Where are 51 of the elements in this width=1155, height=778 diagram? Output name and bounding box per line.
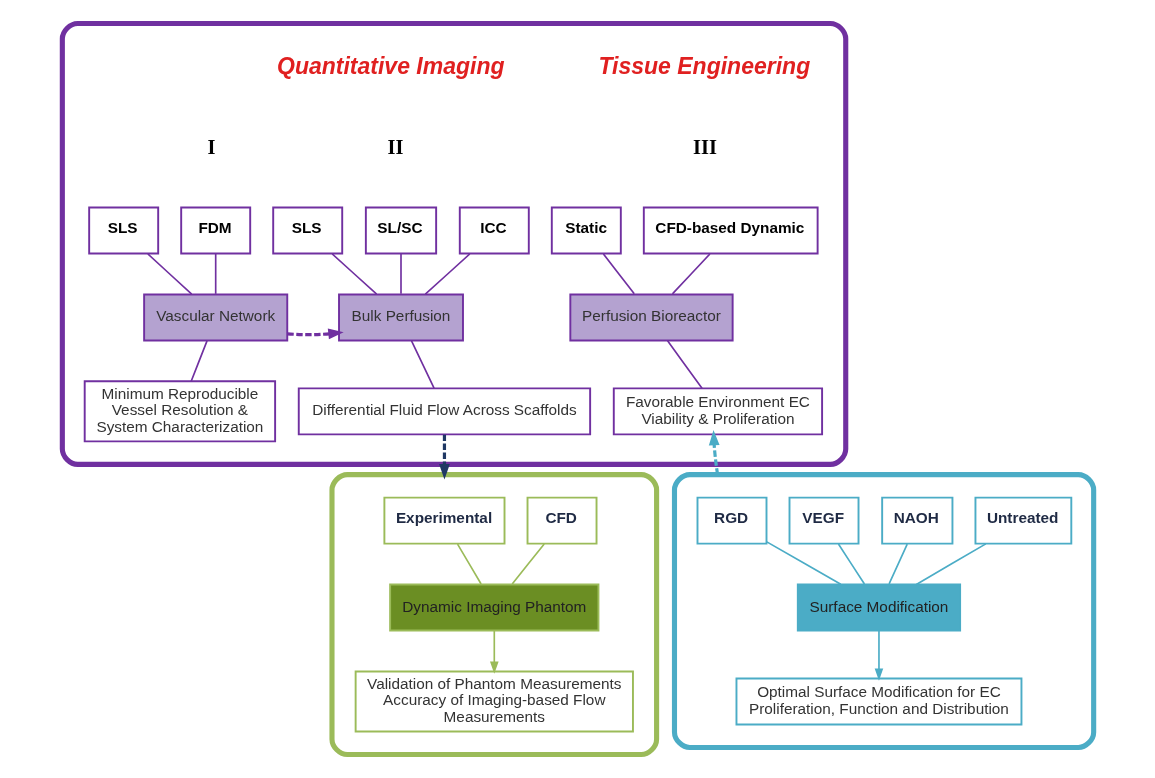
connector	[602, 253, 635, 295]
label: I	[206, 135, 215, 158]
label: III	[692, 135, 717, 158]
node-box: SL/SC	[364, 206, 437, 255]
node-box: FDM	[179, 206, 251, 255]
connector	[666, 340, 703, 389]
node-box: Dynamic Imaging Phantom	[388, 583, 599, 632]
node-box: VEGF	[788, 496, 859, 545]
node-box: Bulk Perfusion	[337, 293, 464, 342]
connector	[330, 253, 377, 295]
node-box: Static	[550, 206, 622, 255]
arrow	[489, 630, 499, 674]
node-box: Vascular Network	[142, 293, 288, 342]
label: II	[387, 135, 403, 158]
connector	[765, 541, 842, 586]
cluster	[671, 472, 1096, 751]
node-box: Minimum Reproducible Vessel Resolution & System Characterization	[83, 380, 276, 443]
node-box: Untreated	[974, 496, 1072, 545]
label: Tissue Engineering	[597, 52, 810, 79]
arrow	[286, 328, 344, 340]
connector	[146, 253, 192, 295]
connector	[456, 543, 482, 585]
connector	[399, 253, 402, 295]
node-box: SLS	[87, 206, 159, 255]
arrow	[708, 429, 720, 475]
node-box: CFD-based Dynamic	[642, 206, 819, 255]
connector	[424, 253, 471, 295]
connector	[214, 253, 216, 295]
cluster	[328, 472, 659, 758]
connector	[189, 340, 208, 383]
node-box: SLS	[271, 206, 343, 255]
label: Quantitative Imaging	[276, 52, 505, 79]
connector	[671, 253, 711, 295]
node-box: Surface Modification	[796, 583, 961, 632]
node-box: Validation of Phantom Measurements Accuracy of Imaging-based Flow Measurements	[354, 670, 634, 733]
connector	[510, 543, 545, 585]
node-box: RGD	[696, 496, 767, 545]
connector	[887, 543, 908, 585]
connector	[410, 340, 435, 389]
arrow	[874, 630, 883, 681]
connector	[837, 543, 865, 585]
node-box: Optimal Surface Modification for EC Proliferation, Function and Distribution	[735, 677, 1022, 726]
node-box: Experimental	[382, 496, 505, 545]
node-box: NAOH	[880, 496, 953, 545]
node-box: Differential Fluid Flow Across Scaffolds	[297, 387, 591, 436]
node-box: Perfusion Bioreactor	[568, 293, 734, 342]
node-box: CFD	[526, 496, 597, 545]
node-box: ICC	[458, 206, 530, 255]
node-box: Favorable Environment EC Viability & Proliferation	[612, 387, 823, 436]
connector	[915, 543, 987, 586]
arrow	[438, 434, 450, 480]
